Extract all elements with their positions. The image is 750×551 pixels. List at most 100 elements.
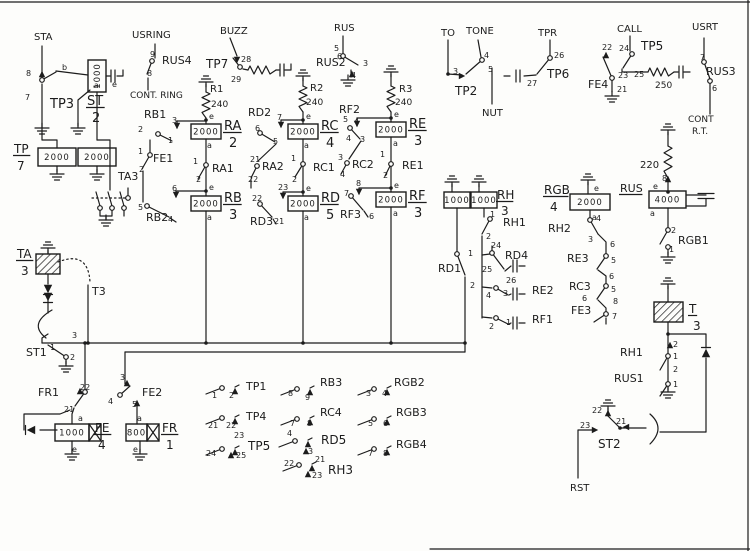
- schematic-label: STA: [34, 32, 53, 43]
- schematic-label: 7: [612, 312, 617, 321]
- schematic-label: RE2: [532, 284, 554, 297]
- schematic-label: RUS: [334, 23, 355, 34]
- contact-terminal: [603, 253, 609, 259]
- junction-dot: [301, 190, 305, 194]
- contact-terminal: [292, 438, 298, 444]
- wire: [508, 322, 512, 325]
- schematic-label: 3: [72, 331, 77, 340]
- wire: [257, 143, 277, 162]
- wire: [71, 407, 75, 425]
- schematic-label: 4: [287, 429, 292, 438]
- schematic-label: 6: [609, 272, 614, 281]
- schematic-label: 1: [490, 210, 495, 219]
- schematic-label: 5: [326, 208, 334, 223]
- wire: [284, 63, 292, 71]
- schematic-label: 4: [98, 438, 106, 452]
- contact-terminal: [296, 462, 302, 468]
- arrow-marker: [302, 447, 310, 455]
- junction-dot: [301, 118, 305, 122]
- coil-value: 1000: [93, 63, 103, 89]
- arrow-marker: [231, 387, 239, 395]
- arrow-marker: [591, 426, 599, 434]
- schematic-label: 4: [340, 170, 345, 179]
- arrow-marker: [666, 341, 674, 349]
- schematic-label: TP5: [640, 39, 663, 53]
- schematic-label: 2: [489, 322, 494, 331]
- junction-dot: [86, 341, 90, 345]
- schematic-label: TA3: [117, 170, 138, 183]
- schematic-label: 4: [550, 200, 558, 214]
- schematic-label: 5: [611, 256, 616, 265]
- schematic-label: 21: [250, 155, 260, 164]
- relay-coil-box-vertical: [87, 59, 107, 93]
- arrow-marker: [458, 72, 466, 80]
- wire: [685, 198, 707, 207]
- schematic-label: RB: [224, 191, 242, 206]
- contact-terminal: [144, 203, 150, 209]
- wire: [229, 37, 238, 57]
- contact-terminal: [257, 130, 263, 136]
- wire: [116, 69, 124, 77]
- schematic-label: 3: [21, 264, 29, 278]
- schematic-label: TP3: [49, 97, 74, 112]
- contact-terminal: [117, 392, 123, 398]
- schematic-label: RD: [321, 191, 340, 206]
- schematic-label: CALL: [617, 24, 642, 35]
- schematic-label: 2: [383, 171, 388, 180]
- contact-stub: [311, 461, 317, 465]
- contact-terminal: [155, 131, 161, 137]
- junction-dot: [204, 189, 208, 193]
- contact-terminal: [294, 386, 300, 392]
- contact-terminal: [547, 55, 553, 61]
- schematic-label: RUS4: [162, 54, 192, 67]
- junction-dot: [389, 186, 393, 190]
- schematic-label: 4: [326, 136, 334, 151]
- arrow-marker: [123, 379, 131, 387]
- contact-stub: [234, 445, 240, 449]
- schematic-label: 1: [168, 136, 173, 145]
- schematic-label: 1: [50, 343, 55, 352]
- schematic-label: 240: [211, 100, 228, 110]
- arrow-marker: [348, 70, 356, 78]
- resistor: [201, 91, 211, 119]
- dotted-link: [57, 258, 91, 283]
- wire: [119, 191, 125, 207]
- junction-dot: [301, 341, 305, 345]
- schematic-label: 4: [486, 291, 491, 300]
- schematic-label: FR: [162, 421, 177, 435]
- schematic-label: 7: [700, 53, 705, 62]
- schematic-label: TP4: [245, 410, 266, 423]
- schematic-label: 240: [395, 98, 412, 108]
- contact-stub: [386, 385, 392, 389]
- contact-terminal: [219, 385, 225, 391]
- schematic-label: RD1: [438, 262, 461, 275]
- coil-value: 1000: [471, 196, 497, 206]
- schematic-label: 24: [491, 241, 501, 250]
- contact-blade: [205, 449, 220, 456]
- junction-dot: [389, 116, 393, 120]
- schematic-label: FR1: [38, 386, 59, 399]
- coil-value: 2000: [193, 200, 219, 210]
- coil-value: 2000: [290, 200, 316, 210]
- contact-blade: [536, 57, 551, 75]
- schematic-label: 7: [290, 419, 295, 428]
- schematic-label: 6: [383, 419, 388, 428]
- switch-arc: [37, 309, 53, 339]
- contact-terminal: [371, 446, 377, 452]
- schematic-label: 1: [193, 157, 198, 166]
- contact-terminal: [63, 354, 69, 360]
- schematic-label: 1: [166, 438, 174, 452]
- schematic-label: 8: [147, 69, 152, 78]
- arrow-marker: [306, 418, 314, 426]
- junction-dot: [204, 118, 208, 122]
- schematic-label: RC: [321, 119, 338, 134]
- relay-coil-box: [287, 123, 319, 140]
- schematic-label: a: [137, 414, 142, 423]
- coil-value: 2000: [193, 128, 219, 138]
- schematic-label: 23: [618, 71, 628, 80]
- resistor: [386, 85, 396, 113]
- wire: [363, 210, 369, 218]
- schematic-label: RH2: [548, 222, 571, 235]
- coil-value: 1000: [59, 429, 85, 439]
- coil-x-mark: [88, 423, 102, 442]
